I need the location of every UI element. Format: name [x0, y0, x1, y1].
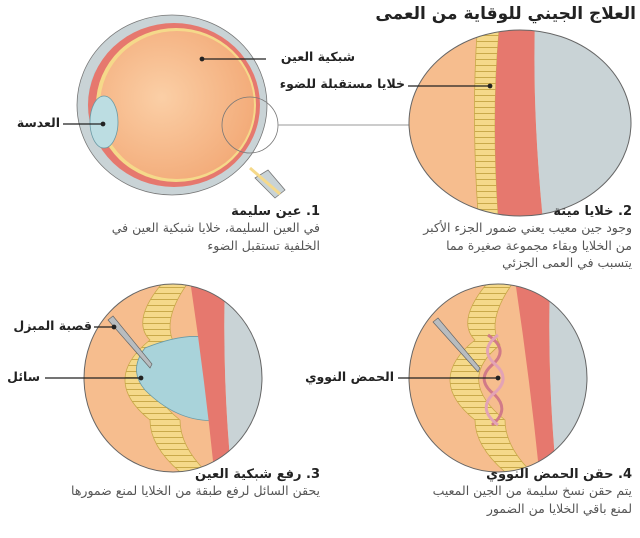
- step-2: 2. خلايا ميتة وجود جين معيب يعني ضمور ال…: [423, 204, 632, 272]
- step-heading: 1. عين سليمة: [231, 204, 320, 219]
- label-photoreceptors: خلايا مستقبلة للضوء: [279, 76, 405, 91]
- step-heading: 3. رفع شبكية العين: [195, 467, 320, 482]
- step-1: 1. عين سليمة في العين السليمة، خلايا شبك…: [112, 204, 320, 254]
- label-cannula: قصبة المبزل: [13, 318, 92, 333]
- eye-illustration: [76, 14, 410, 199]
- step-line: يحقن السائل لرفع طبقة من الخلايا لمنع ضم…: [71, 483, 320, 498]
- step-line: وجود جين معيب يعني ضمور الجزء الأكبر: [423, 220, 632, 235]
- step-line: يتسبب في العمى الجزئي: [502, 255, 632, 270]
- step-line: يتم حقن نسخ سليمة من الجين المعيب: [432, 483, 632, 498]
- step-3: 3. رفع شبكية العين يحقن السائل لرفع طبقة…: [71, 467, 320, 500]
- retina-detachment-illustration: [84, 284, 262, 472]
- dna-injection-illustration: [409, 284, 587, 472]
- label-lens: العدسة: [16, 115, 60, 130]
- step-line: لمنع باقي الخلايا من الضمور: [486, 500, 632, 516]
- label-retina: شبكية العين: [280, 49, 355, 64]
- step-line: من الخلايا وبقاء مجموعة صغيرة مما: [446, 237, 632, 253]
- leader-lines: [45, 56, 501, 381]
- step-heading: 2. خلايا ميتة: [553, 204, 632, 219]
- step-heading: 4. حقن الحمض النووي: [486, 467, 632, 482]
- step-line: في العين السليمة، خلايا شبكية العين في: [111, 220, 320, 235]
- label-fluid: سائل: [7, 369, 40, 384]
- label-dna: الحمض النووي: [305, 369, 394, 384]
- step-4: 4. حقن الحمض النووي يتم حقن نسخ سليمة من…: [433, 467, 632, 517]
- step-line: الخلفية تستقبل الضوء: [207, 237, 320, 253]
- page-title: العلاج الجيني للوقاية من العمى: [375, 4, 636, 24]
